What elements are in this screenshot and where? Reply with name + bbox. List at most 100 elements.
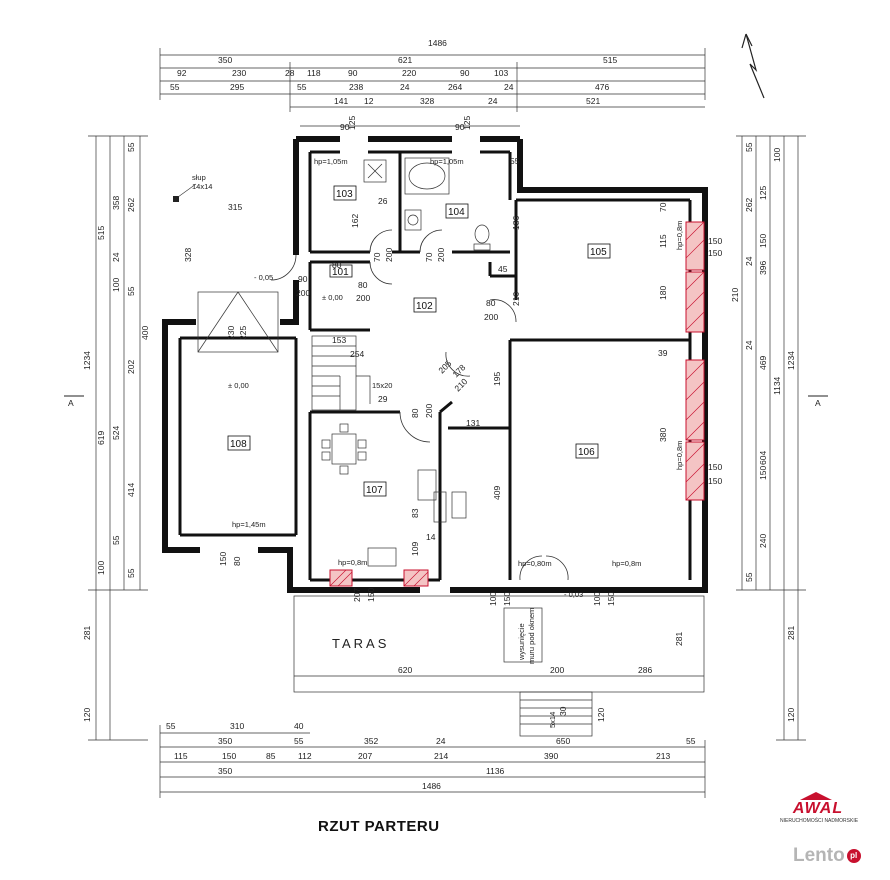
dim-in-29: 29 <box>378 394 388 404</box>
dim-top-r4-3: 55 <box>297 82 307 92</box>
dim-right-total: 1234 <box>786 351 796 370</box>
window-marks <box>329 221 705 587</box>
dim-in-100a: 100 <box>488 592 498 606</box>
window-105-b <box>685 271 705 333</box>
window-107-b <box>403 569 429 587</box>
dim-in-80d: 80 <box>410 408 420 418</box>
dim-bot-r3-4: 112 <box>298 751 312 761</box>
dim-top-r3-6: 220 <box>402 68 416 78</box>
dim-in-200c: 200 <box>296 288 310 298</box>
dim-top-r5-5: 521 <box>586 96 600 106</box>
logo-wordmark: AWAL <box>792 800 844 817</box>
logo-subtitle: NIERUCHOMOŚCI NADMORSKIE <box>780 818 859 824</box>
dim-top-r4-2: 295 <box>230 82 244 92</box>
bottom-dimension-texts: 55 310 40 350 55 352 24 650 55 115 150 8… <box>166 721 696 791</box>
dim-left-55b: 55 <box>126 142 136 152</box>
note-stairs: 15x20 <box>372 381 392 390</box>
dim-in-178: 178 <box>450 362 467 379</box>
dim-in-55: 55 <box>510 156 520 166</box>
dim-bot-r2-3: 352 <box>364 736 378 746</box>
dim-right-100: 100 <box>772 148 782 162</box>
dim-in-150b: 150 <box>708 248 722 258</box>
dim-bot-r3-5: 207 <box>358 751 372 761</box>
dim-top-r4-1: 55 <box>170 82 180 92</box>
dim-in-80b: 80 <box>358 280 368 290</box>
dim-total-top: 1486 <box>428 38 447 48</box>
logo-roof-icon <box>800 792 832 800</box>
dim-top-r4-6: 264 <box>448 82 462 92</box>
dim-in-70a: 70 <box>372 252 382 262</box>
dim-top-r6-4: 125 <box>462 116 472 130</box>
dim-bot-r2-2: 55 <box>294 736 304 746</box>
dim-right-120: 120 <box>786 708 796 722</box>
dim-right-469: 469 <box>758 356 768 370</box>
dim-in-150g: 150 <box>502 592 512 606</box>
room-label-107: 107 <box>366 485 383 496</box>
dim-top-r5-4: 24 <box>488 96 498 106</box>
room-label-104: 104 <box>448 207 465 218</box>
room-105: 105 <box>587 243 611 259</box>
dim-in-83: 83 <box>410 508 420 518</box>
room-104: 104 <box>445 203 469 219</box>
room-107: 107 <box>363 481 387 497</box>
room-102: 102 <box>413 297 437 313</box>
dim-top-r5-3: 328 <box>420 96 434 106</box>
note-hp-108: hp=1,45m <box>232 520 266 529</box>
dim-left-400: 400 <box>140 326 150 340</box>
dim-in-39: 39 <box>658 348 668 358</box>
dim-right-125: 125 <box>758 186 768 200</box>
room-label-101: 101 <box>332 267 349 278</box>
toilet-icon <box>473 224 491 251</box>
dining-table-icon <box>321 423 367 475</box>
dim-in-150a: 150 <box>708 236 722 246</box>
dim-bot-r2-4: 24 <box>436 736 446 746</box>
room-101: 101 <box>329 264 353 278</box>
dim-right-604: 604 <box>758 451 768 465</box>
dim-left-358: 358 <box>111 196 121 210</box>
plan-title: RZUT PARTERU <box>318 818 440 835</box>
dim-right-55a: 55 <box>744 142 754 152</box>
dim-right-24b: 24 <box>744 340 754 350</box>
dim-top-r4-5: 24 <box>400 82 410 92</box>
note-slup: słup <box>192 173 206 182</box>
window-105-a <box>685 221 705 271</box>
dim-left-55c: 55 <box>126 568 136 578</box>
staircase <box>311 335 371 411</box>
dim-bot-r1-3: 40 <box>294 721 304 731</box>
dim-in-409: 409 <box>492 486 502 500</box>
dim-bot-r4-1: 350 <box>218 766 232 776</box>
section-marker-right: A <box>808 395 828 408</box>
dim-left-24a: 24 <box>111 252 121 262</box>
dim-bot-r3-6: 214 <box>434 751 448 761</box>
dim-right-240: 240 <box>758 534 768 548</box>
dim-right-262: 262 <box>744 198 754 212</box>
dim-in-162: 162 <box>350 214 360 228</box>
wall-note-line1: wysunięcie <box>517 623 526 661</box>
dim-left-414: 414 <box>126 483 136 497</box>
dim-bot-r3-1: 115 <box>174 751 188 761</box>
top-dimension-lines <box>159 48 706 127</box>
dim-in-186: 186 <box>511 216 521 230</box>
dim-in-200f: 200 <box>424 404 434 418</box>
dim-bot-r3-2: 150 <box>222 751 236 761</box>
dim-terrace-620: 620 <box>398 665 412 675</box>
dim-in-207: 207 <box>352 588 362 602</box>
dim-top-r3-7: 90 <box>460 68 470 78</box>
dim-bot-r2-5: 650 <box>556 736 570 746</box>
note-level-out: - 0,05 <box>254 273 273 282</box>
note-slup-size: 14x14 <box>192 182 212 191</box>
dim-left-174: 55 <box>126 286 136 296</box>
dim-top-r3-4: 118 <box>307 68 321 78</box>
note-level-101: ± 0,00 <box>322 293 343 302</box>
dim-right-1134: 1134 <box>772 376 782 395</box>
terrace-outline <box>293 595 705 737</box>
watermark-dot-icon: pl <box>846 848 861 863</box>
agency-logo: AWAL NIERUCHOMOŚCI NADMORSKIE <box>780 792 859 824</box>
note-hp-door2: hp=0,8m <box>612 559 641 568</box>
bathtub-icon <box>404 157 450 195</box>
room-label-103: 103 <box>336 189 353 200</box>
dim-bot-r1-2: 310 <box>230 721 244 731</box>
sink-icon <box>363 159 422 231</box>
dim-in-150e: 150 <box>218 552 228 566</box>
window-107-a <box>329 569 353 587</box>
